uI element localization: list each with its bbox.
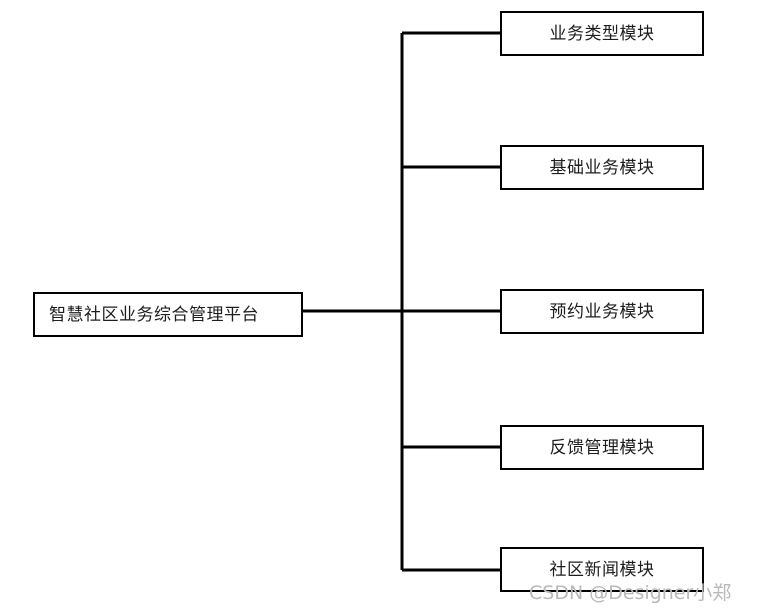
root-node-label: 智慧社区业务综合管理平台 — [49, 305, 259, 324]
module-node-label: 预约业务模块 — [549, 302, 655, 321]
module-node-label: 基础业务模块 — [549, 158, 655, 177]
module-node-basic-business[interactable]: 基础业务模块 — [500, 145, 704, 190]
module-node-business-type[interactable]: 业务类型模块 — [500, 11, 704, 56]
module-node-label: 业务类型模块 — [549, 24, 655, 43]
module-node-label: 反馈管理模块 — [549, 438, 655, 457]
watermark-text: CSDN @Designer小郑 — [529, 582, 732, 604]
module-node-community-news[interactable]: 社区新闻模块 — [500, 547, 704, 592]
root-node-platform[interactable]: 智慧社区业务综合管理平台 — [33, 292, 303, 337]
module-node-appointment-business[interactable]: 预约业务模块 — [500, 289, 704, 334]
module-node-feedback-management[interactable]: 反馈管理模块 — [500, 425, 704, 470]
module-node-label: 社区新闻模块 — [549, 560, 655, 579]
